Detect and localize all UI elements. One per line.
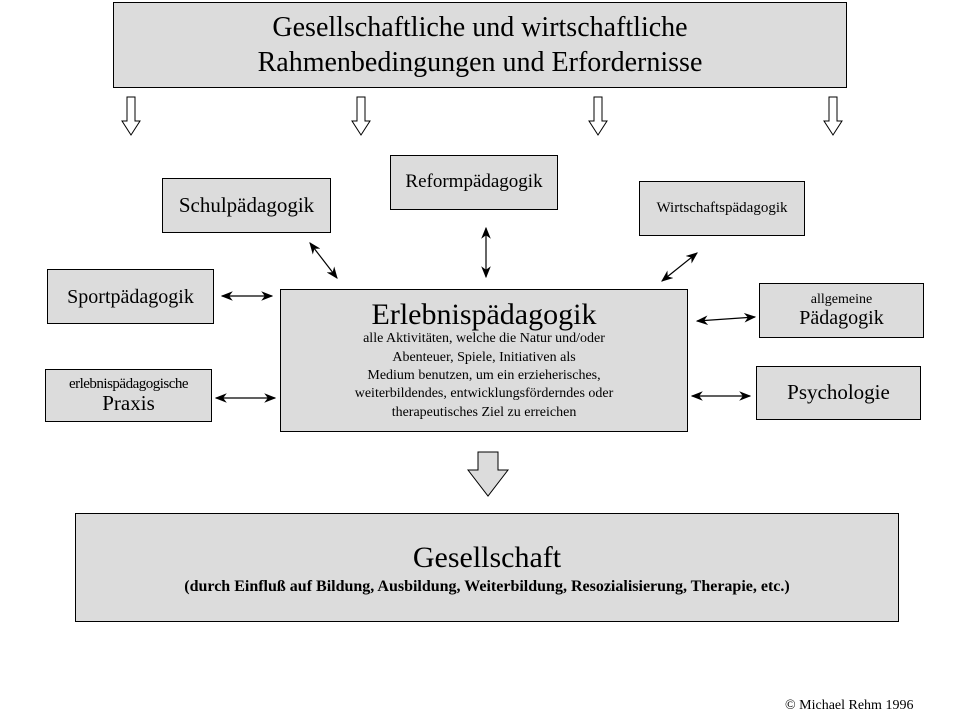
down-arrow-icon bbox=[351, 96, 371, 136]
center-title: Erlebnispädagogik bbox=[371, 297, 597, 331]
wirtschaft-box: Wirtschaftspädagogik bbox=[639, 181, 805, 236]
top-line2: Rahmenbedingungen und Erfordernisse bbox=[257, 47, 703, 78]
psych-box: Psychologie bbox=[756, 366, 921, 420]
praxis-box: erlebnispädagogische Praxis bbox=[45, 369, 212, 422]
down-arrow-icon bbox=[823, 96, 843, 136]
double-arrow bbox=[309, 242, 338, 279]
center-line: alle Aktivitäten, welche die Natur und/o… bbox=[363, 331, 605, 347]
double-arrow bbox=[661, 252, 698, 282]
allgemein-box: allgemeine Pädagogik bbox=[759, 283, 924, 338]
bottom-box: Gesellschaft (durch Einfluß auf Bildung,… bbox=[75, 513, 899, 622]
schul-label: Schulpädagogik bbox=[178, 192, 315, 217]
center-line: therapeutisches Ziel zu erreichen bbox=[391, 404, 577, 420]
reform-box: Reformpädagogik bbox=[390, 155, 558, 210]
big-down-arrow-icon bbox=[466, 451, 510, 497]
copyright: © Michael Rehm 1996 bbox=[785, 698, 914, 713]
top-box: Gesellschaftliche und wirtschaftliche Ra… bbox=[113, 2, 847, 88]
sport-label: Sportpädagogik bbox=[67, 285, 194, 308]
praxis-line2: Praxis bbox=[102, 391, 155, 416]
wirtschaft-label: Wirtschaftspädagogik bbox=[656, 200, 788, 217]
double-arrow bbox=[695, 312, 757, 326]
reform-label: Reformpädagogik bbox=[405, 171, 543, 193]
bottom-subtitle: (durch Einfluß auf Bildung, Ausbildung, … bbox=[184, 577, 790, 595]
down-arrow-icon bbox=[121, 96, 141, 136]
psych-label: Psychologie bbox=[787, 380, 890, 405]
allgemein-line1: allgemeine bbox=[810, 291, 873, 307]
center-line: weiterbildendes, entwicklungsförderndes … bbox=[354, 386, 614, 402]
bottom-title: Gesellschaft bbox=[412, 540, 562, 574]
praxis-line1: erlebnispädagogische bbox=[68, 375, 189, 392]
center-line: Abenteuer, Spiele, Initiativen als bbox=[392, 349, 576, 365]
schul-box: Schulpädagogik bbox=[162, 178, 331, 233]
top-line1: Gesellschaftliche und wirtschaftliche bbox=[272, 12, 688, 43]
center-box: Erlebnispädagogik alle Aktivitäten, welc… bbox=[280, 289, 688, 432]
center-line: Medium benutzen, um ein erzieherisches, bbox=[367, 368, 601, 384]
down-arrow-icon bbox=[588, 96, 608, 136]
allgemein-line2: Pädagogik bbox=[799, 307, 884, 330]
sport-box: Sportpädagogik bbox=[47, 269, 214, 324]
